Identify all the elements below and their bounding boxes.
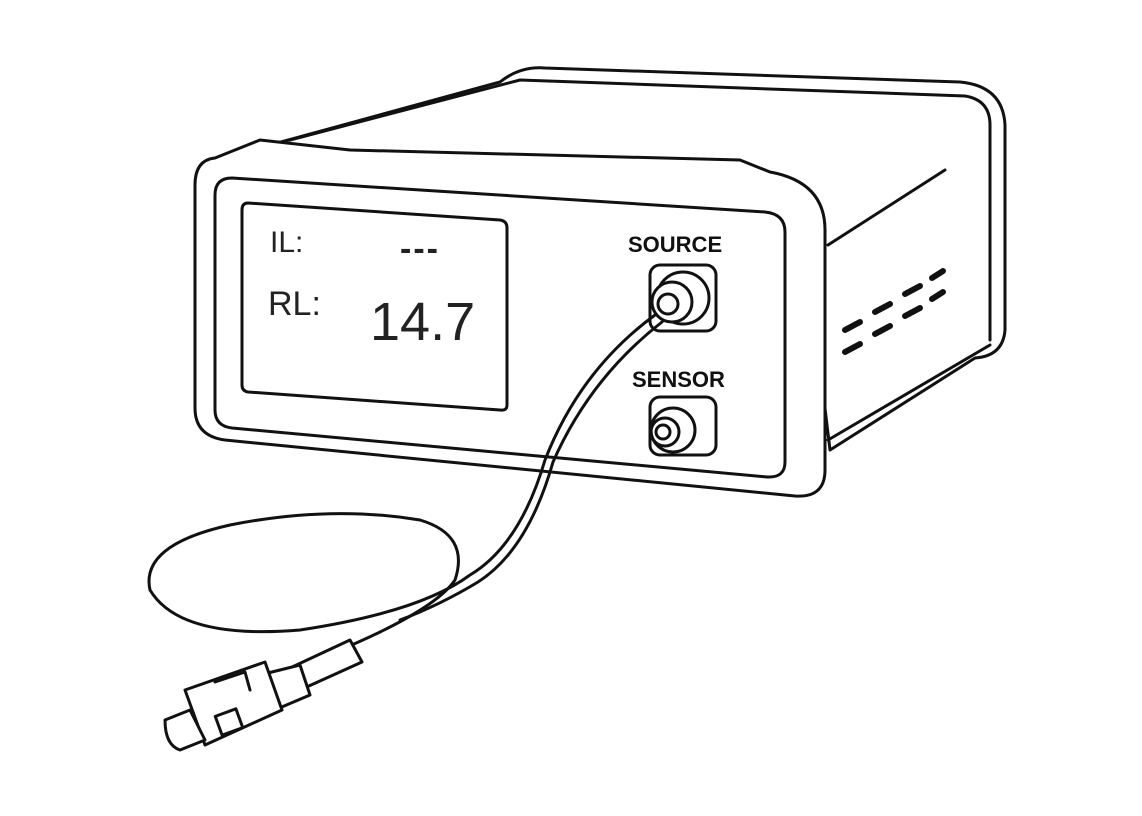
il-value: --- <box>400 230 440 268</box>
sensor-port[interactable] <box>648 395 718 457</box>
source-port[interactable] <box>648 263 718 333</box>
sc-connector-icon <box>163 638 364 752</box>
rl-value: 14.7 <box>370 292 475 352</box>
source-label: SOURCE <box>628 232 722 257</box>
lcd-screen: IL: --- RL: 14.7 <box>240 201 509 412</box>
sensor-label: SENSOR <box>632 367 725 392</box>
il-label: IL: <box>270 226 303 259</box>
rl-label: RL: <box>268 285 321 323</box>
fiber-patch-cable <box>147 313 664 652</box>
side-vents <box>842 268 946 355</box>
